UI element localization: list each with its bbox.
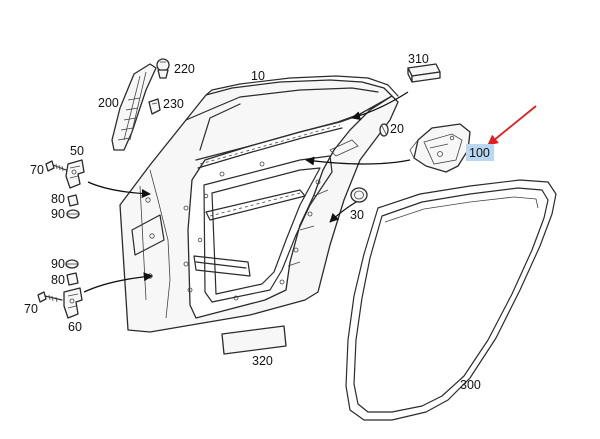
grommet-part-20 — [379, 123, 389, 137]
callout-60: 60 — [68, 320, 82, 334]
pad-part-310 — [407, 63, 441, 83]
callout-80-lower: 80 — [51, 273, 65, 287]
callout-310: 310 — [408, 52, 429, 66]
window-channel-part-200 — [111, 63, 157, 151]
screw-part-70-upper — [45, 160, 67, 172]
lower-hinge-part-60 — [63, 287, 83, 319]
highlight-arrow — [487, 105, 537, 146]
door-seal-part-300 — [345, 179, 557, 421]
callout-10: 10 — [251, 69, 265, 83]
label-part-320 — [221, 325, 287, 355]
upper-hinge-part-50 — [65, 159, 85, 189]
callout-320: 320 — [252, 354, 273, 368]
door-lock-part-100 — [409, 123, 471, 173]
callout-20: 20 — [390, 122, 404, 136]
pin-part-80-lower — [66, 272, 79, 286]
callout-100: 100 — [469, 146, 490, 160]
callout-50: 50 — [70, 144, 84, 158]
callout-230: 230 — [163, 97, 184, 111]
callout-70-lower: 70 — [24, 302, 38, 316]
callout-220: 220 — [174, 62, 195, 76]
callout-300: 300 — [460, 378, 481, 392]
callout-200: 200 — [98, 96, 119, 110]
highlight-box-100 — [466, 144, 494, 161]
callout-80-upper: 80 — [51, 192, 65, 206]
installation-arrows — [83, 91, 411, 293]
ring-plug-part-30 — [350, 187, 368, 203]
pin-part-80-upper — [67, 194, 79, 207]
cap-part-90-upper — [66, 209, 80, 219]
cap-part-90-lower — [65, 259, 79, 269]
callout-labels: 10 20 30 50 60 70 70 80 80 90 90 100 200… — [24, 52, 490, 392]
screw-part-70-lower — [37, 291, 63, 303]
callout-70-upper: 70 — [30, 163, 44, 177]
callout-90-lower: 90 — [51, 257, 65, 271]
door-shell-part — [119, 75, 399, 333]
bracket-part-230 — [148, 98, 161, 115]
clip-part-220 — [156, 58, 170, 79]
callout-30: 30 — [350, 208, 364, 222]
callout-90-upper: 90 — [51, 207, 65, 221]
